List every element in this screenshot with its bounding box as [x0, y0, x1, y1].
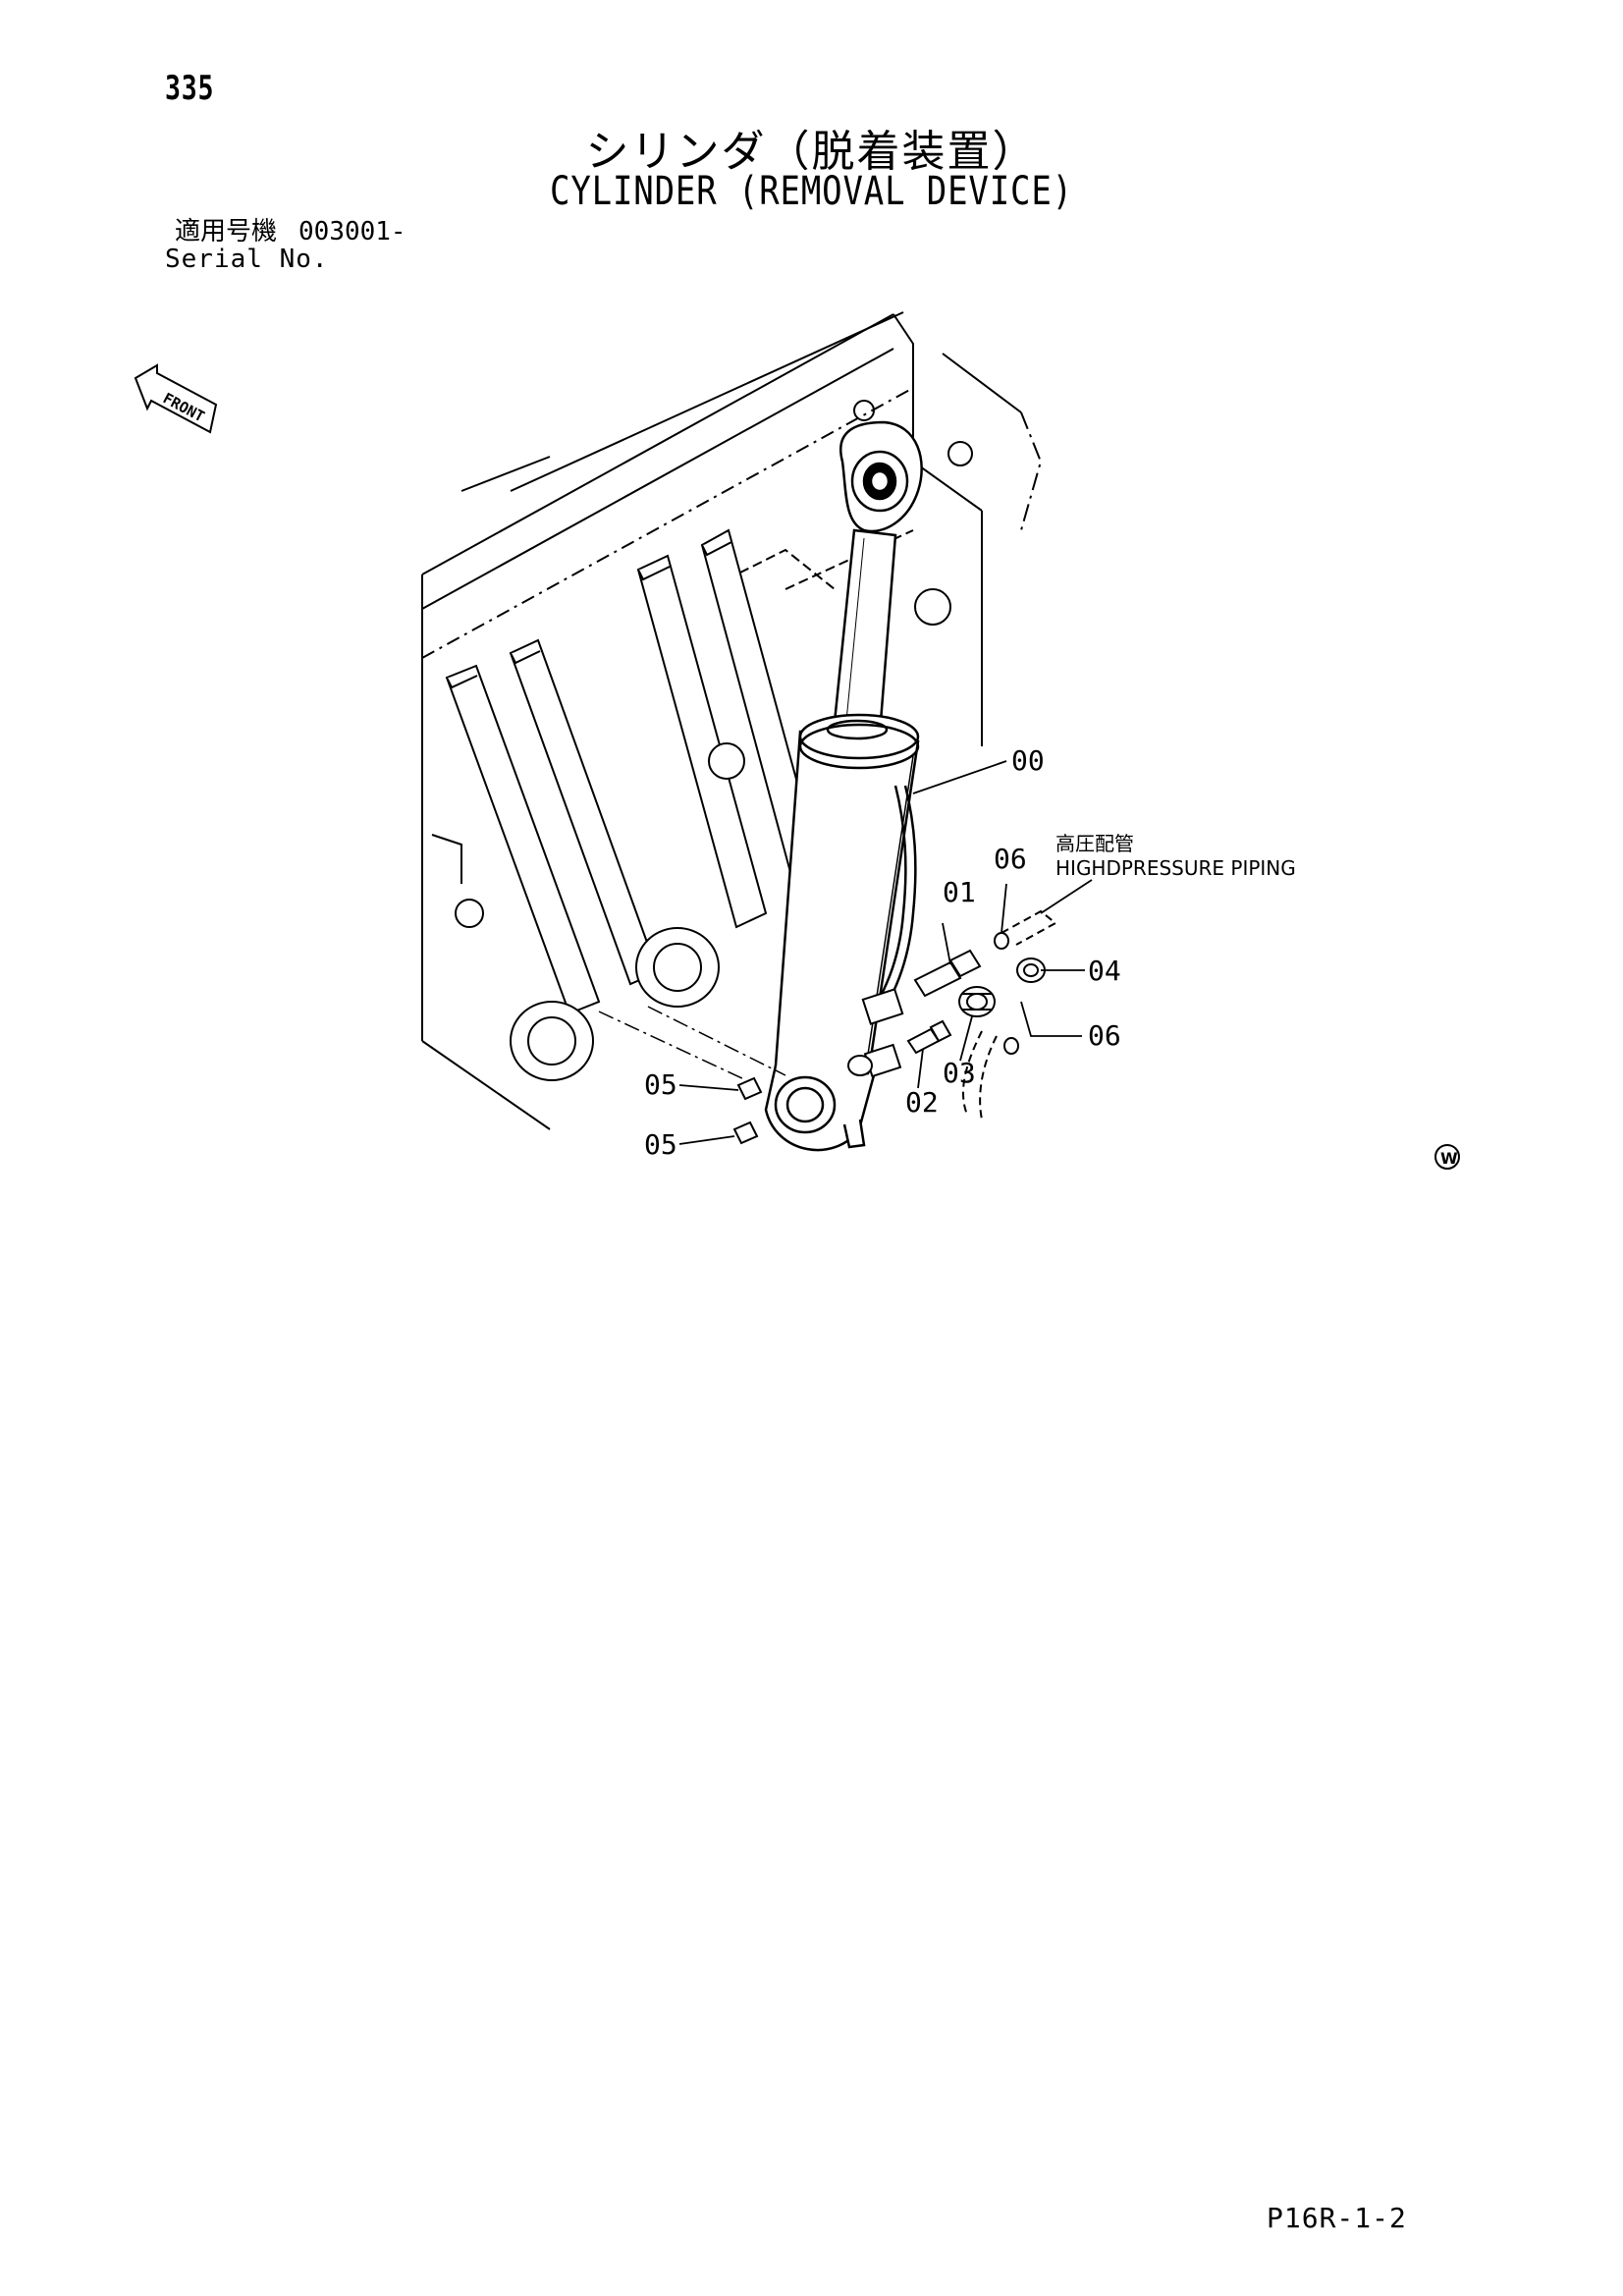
- frame-lugs: [445, 528, 827, 1015]
- serial-range: 003001-: [298, 217, 406, 246]
- callout-01: 01: [943, 876, 976, 908]
- variant-mark-letter: W: [1440, 1149, 1458, 1168]
- callout-piping-en: HIGHDPRESSURE PIPING: [1055, 856, 1296, 880]
- serial-number-block: 適用号機 003001- Serial No.: [165, 218, 406, 273]
- leader-lines: [678, 760, 1093, 1145]
- callout-03: 03: [943, 1057, 976, 1089]
- part-04-nut: [1016, 957, 1046, 983]
- callout-02: 02: [905, 1086, 939, 1119]
- front-label: FRONT: [160, 389, 207, 425]
- page-reference: P16R-1-2: [1267, 2202, 1407, 2234]
- parts-diagram: FRONT: [134, 311, 1460, 1170]
- high-pressure-piping: [961, 909, 1057, 1121]
- serial-label-en: Serial No.: [165, 245, 329, 274]
- machine-frame: [421, 311, 1043, 1130]
- part-01-fitting: [913, 949, 982, 998]
- hydraulic-tube: [877, 785, 917, 1003]
- front-arrow-icon: FRONT: [134, 363, 218, 434]
- cylinder-rod-eye: [839, 420, 923, 533]
- title-japanese: シリンダ（脱着装置）: [585, 127, 1038, 177]
- cylinder-base-clevis: [764, 1065, 876, 1152]
- title-english: CYLINDER (REMOVAL DEVICE): [549, 169, 1074, 214]
- cylinder-tube: [774, 713, 920, 1088]
- pin-bosses: [510, 742, 745, 1081]
- part-02-adapter: [906, 1019, 952, 1055]
- part-03-nut: [958, 986, 996, 1017]
- part-05-grease-fittings: [732, 1076, 763, 1145]
- callout-05-top: 05: [644, 1068, 677, 1101]
- cylinder-port-fittings: [847, 988, 904, 1078]
- callout-04: 04: [1088, 955, 1121, 987]
- callout-00: 00: [1011, 744, 1045, 777]
- callout-05-bottom: 05: [644, 1128, 677, 1161]
- callout-06-bottom: 06: [1088, 1019, 1121, 1052]
- callout-06-top: 06: [994, 843, 1027, 875]
- assembly-centerlines: [598, 1006, 786, 1081]
- callout-piping-jp: 高圧配管: [1055, 832, 1134, 855]
- page-number: 335: [165, 69, 215, 108]
- variant-mark-icon: W: [1434, 1144, 1460, 1170]
- part-06-o-rings: [994, 932, 1019, 1055]
- serial-row-jp: 適用号機 003001-: [165, 218, 406, 246]
- serial-label-jp: 適用号機: [175, 217, 278, 246]
